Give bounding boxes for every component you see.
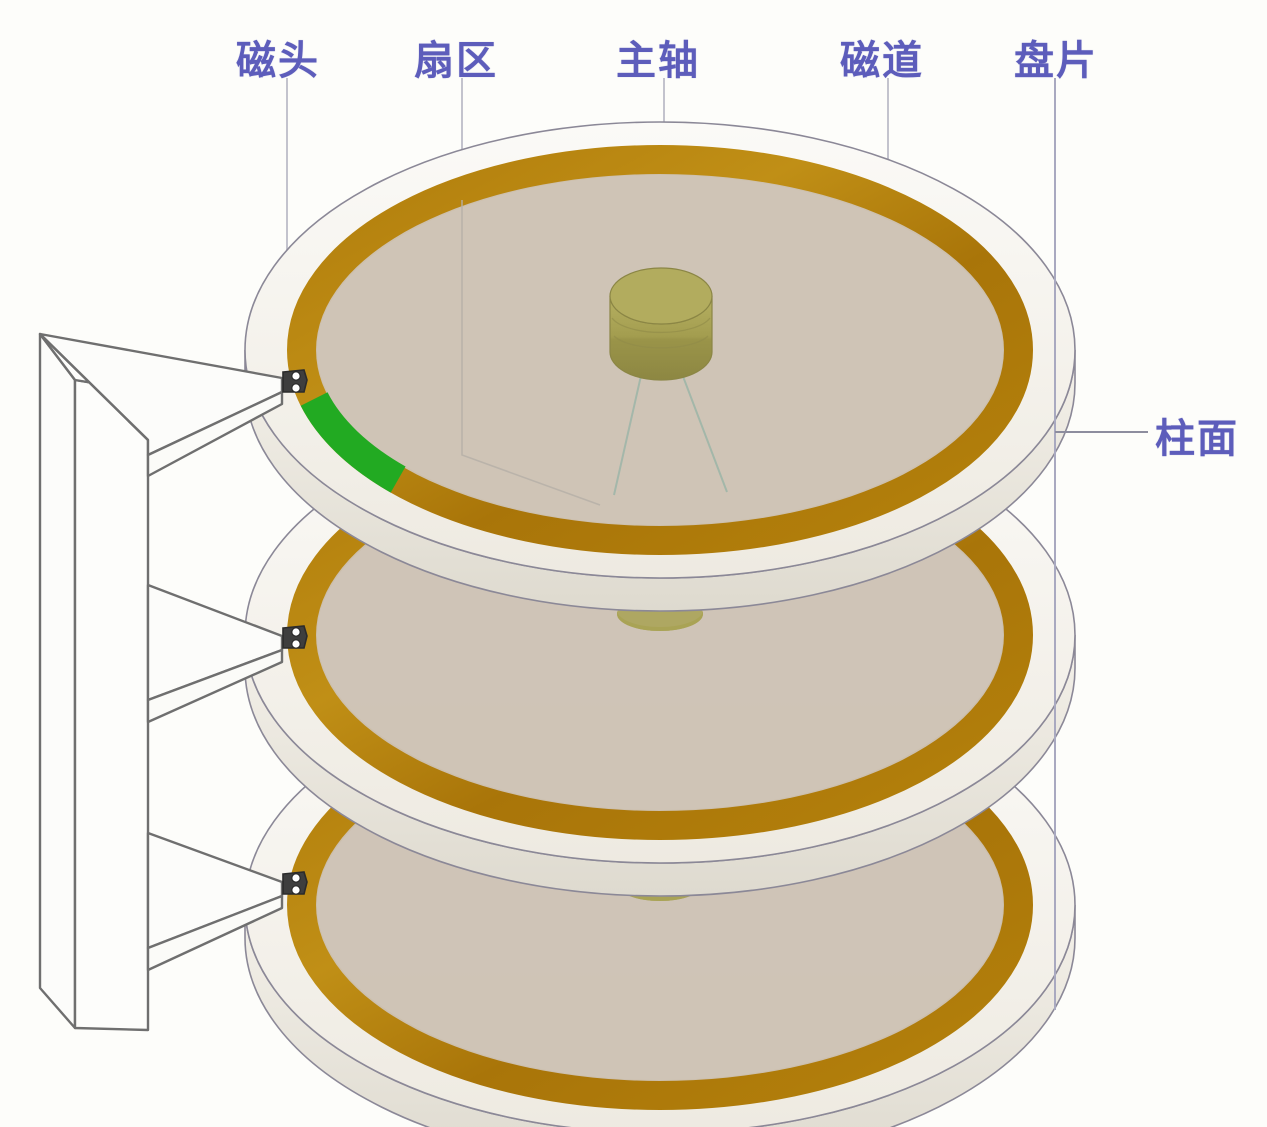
- label-cylinder: 柱面: [1155, 416, 1239, 462]
- actuator-post-front: [73, 378, 150, 1032]
- platter-group-0: [244, 121, 1076, 612]
- actuator-arm-0-brace: [39, 333, 149, 441]
- cylinder-indicator: [1054, 78, 1148, 1010]
- read-write-head-1: [282, 625, 308, 649]
- track-ring-0: [287, 145, 1033, 555]
- sector-wedge-lines: [613, 357, 728, 496]
- read-write-head-2: [282, 871, 308, 895]
- label-track: 磁道: [840, 38, 924, 84]
- sector-outline: [461, 200, 601, 506]
- actuator-arm-2-lower: [146, 894, 284, 972]
- actuator-arm-0-lower: [146, 390, 284, 478]
- label-head: 磁头: [236, 38, 320, 84]
- label-platter: 盘片: [1014, 38, 1098, 84]
- head-group: [282, 369, 308, 895]
- actuator-arm-1-lower: [146, 648, 284, 724]
- actuator-assembly: [38, 332, 284, 1032]
- actuator-post-side: [38, 332, 77, 1030]
- read-write-head-0: [282, 369, 308, 393]
- spindle-hub-0: [609, 267, 713, 381]
- label-spindle: 主轴: [616, 38, 700, 84]
- label-sector: 扇区: [414, 38, 498, 84]
